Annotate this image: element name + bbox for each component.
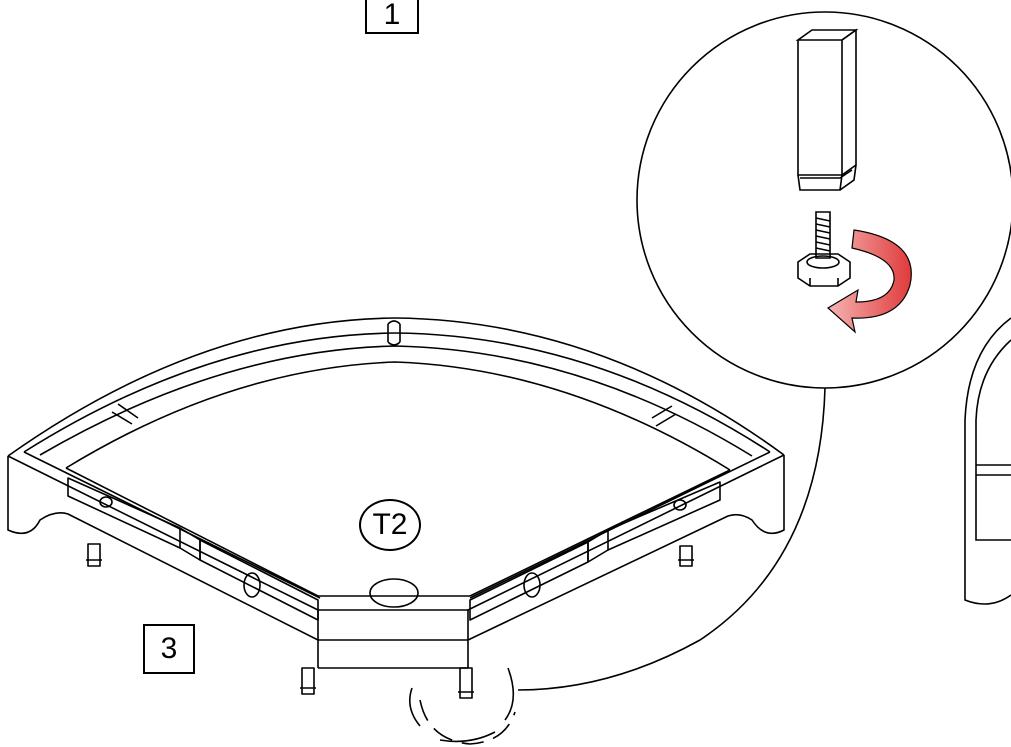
curved-rotation-arrow-icon bbox=[826, 229, 912, 334]
step-number-3: 3 bbox=[143, 624, 195, 674]
tray-rim-inner-edge bbox=[39, 345, 753, 457]
tray-basin-curve bbox=[65, 361, 731, 471]
tray-rim-inner-top bbox=[23, 332, 771, 453]
detail-circle bbox=[636, 11, 1011, 389]
support-rail-right bbox=[607, 481, 721, 551]
step-number-1: 1 bbox=[365, 0, 419, 34]
drain-tag-label: T2 bbox=[359, 499, 421, 551]
drain-hole bbox=[369, 578, 419, 608]
foot-highlight-arc bbox=[419, 699, 516, 745]
shower-tray bbox=[7, 317, 785, 699]
detail-callout bbox=[409, 11, 1011, 743]
tray-front-face bbox=[318, 595, 470, 641]
tray-partial-right bbox=[964, 317, 1011, 605]
adjustable-foot-icon bbox=[795, 28, 859, 287]
tray-feet bbox=[86, 543, 694, 699]
tray-outer-rim bbox=[7, 317, 785, 457]
